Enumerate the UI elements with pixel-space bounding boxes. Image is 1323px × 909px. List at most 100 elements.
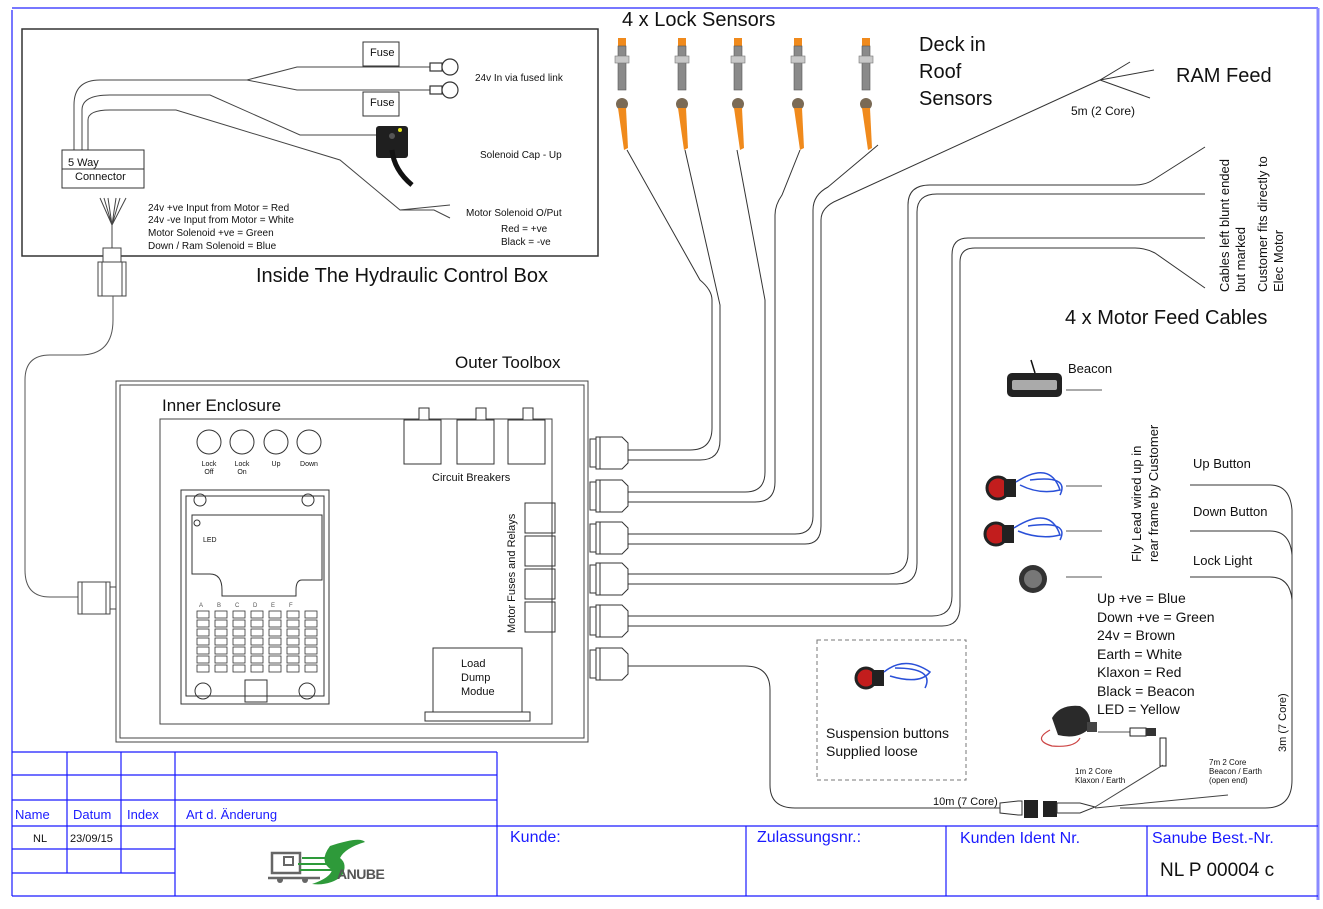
ring-terminal-icons bbox=[429, 58, 459, 99]
load-dump-label-line3: Modue bbox=[461, 686, 495, 698]
relay-slot bbox=[250, 637, 264, 646]
relay-slot bbox=[286, 646, 300, 655]
relay-slot bbox=[214, 619, 228, 628]
motor-fuse-icons bbox=[524, 502, 556, 633]
relay-slot bbox=[196, 655, 210, 664]
motor-feed-note-line4: Elec Motor bbox=[1271, 229, 1286, 292]
seven-pin-connector-icon bbox=[999, 764, 1229, 818]
cable-gland-side-icon bbox=[77, 581, 117, 615]
relay-slot bbox=[232, 646, 246, 655]
relay-slot bbox=[214, 664, 228, 673]
wire-legend-line: Motor Solenoid +ve = Green bbox=[148, 228, 274, 239]
ten-meter-cable-label: 10m (7 Core) bbox=[933, 796, 998, 808]
header-index: Index bbox=[127, 807, 159, 822]
relay-column-label: B bbox=[217, 603, 222, 609]
load-dump-label-line1: Load bbox=[461, 658, 486, 670]
logo-text: ANUBE bbox=[337, 866, 385, 882]
relay-slot bbox=[286, 628, 300, 637]
lock-sensor-icon bbox=[614, 38, 630, 150]
relay-column-label: C bbox=[235, 603, 240, 609]
header-art-aenderung: Art d. Änderung bbox=[186, 807, 278, 822]
klaxon-icon bbox=[1040, 705, 1167, 767]
color-legend-item: Black = Beacon bbox=[1097, 682, 1195, 699]
relay-slot bbox=[232, 628, 246, 637]
connector-label-line1: 5 Way bbox=[68, 157, 99, 169]
header-name: Name bbox=[15, 807, 50, 822]
toolbox-glands bbox=[589, 436, 629, 681]
relay-slot bbox=[232, 619, 246, 628]
relay-bank bbox=[196, 610, 318, 673]
button-label-down: Down bbox=[300, 461, 318, 468]
relay-slot bbox=[232, 664, 246, 673]
deck-sensors-title-line3: Sensors bbox=[919, 88, 993, 110]
relay-slot bbox=[214, 637, 228, 646]
connector-label-line2: Connector bbox=[75, 171, 126, 183]
relay-slot bbox=[286, 637, 300, 646]
relay-slot bbox=[196, 628, 210, 637]
relay-column-label: F bbox=[289, 603, 293, 609]
lock-sensor-icon bbox=[730, 38, 746, 150]
relay-slot bbox=[214, 628, 228, 637]
lock-sensors-title: 4 x Lock Sensors bbox=[622, 9, 776, 31]
title-block-grid bbox=[11, 740, 1318, 897]
cable-gland-icon bbox=[589, 604, 629, 638]
cable-gland-icon bbox=[589, 647, 629, 681]
kunden-ident-label: Kunden Ident Nr. bbox=[960, 830, 1081, 847]
relay-slot bbox=[286, 664, 300, 673]
suspension-buttons-box bbox=[816, 639, 967, 781]
relay-slot bbox=[268, 655, 282, 664]
wire-legend-line: 24v +ve Input from Motor = Red bbox=[148, 203, 290, 214]
color-legend: Up +ve = Blue Down +ve = Green 24v = Bro… bbox=[1097, 589, 1215, 719]
relay-column-label: E bbox=[271, 603, 276, 609]
sanube-best-nr-value: NL P 00004 c bbox=[1160, 860, 1275, 881]
supply-label: 24v In via fused link bbox=[475, 73, 563, 84]
lock-light-label: Lock Light bbox=[1193, 553, 1253, 568]
relay-slot bbox=[268, 619, 282, 628]
color-legend-item: 24v = Brown bbox=[1097, 627, 1176, 643]
cable-gland-icon bbox=[589, 479, 629, 513]
ram-feed-cable-label: 5m (2 Core) bbox=[1071, 104, 1136, 118]
relay-slot bbox=[286, 655, 300, 664]
relay-slot bbox=[304, 610, 318, 619]
relay-slot bbox=[214, 610, 228, 619]
cable-gland-top-icon bbox=[97, 247, 127, 297]
up-button-label: Up Button bbox=[1193, 456, 1251, 471]
color-legend-item: Klaxon = Red bbox=[1097, 664, 1182, 680]
relay-column-label: D bbox=[253, 603, 258, 609]
relay-slot bbox=[304, 637, 318, 646]
motor-solenoid-label: Motor Solenoid O/Put bbox=[466, 208, 562, 219]
fly-lead-note-line2: rear frame by Customer bbox=[1146, 424, 1161, 562]
relay-slot bbox=[214, 646, 228, 655]
load-dump-label-line2: Dump bbox=[461, 672, 491, 684]
relay-slot bbox=[250, 655, 264, 664]
revision-date: 23/09/15 bbox=[70, 833, 113, 845]
color-legend-item: Down +ve = Green bbox=[1097, 608, 1215, 625]
controller-module-icon bbox=[180, 489, 330, 705]
relay-slot bbox=[196, 619, 210, 628]
revision-name: NL bbox=[33, 833, 48, 845]
kunde-label: Kunde: bbox=[510, 829, 561, 846]
color-legend-item: LED = Yellow bbox=[1097, 701, 1180, 717]
relay-slot bbox=[304, 646, 318, 655]
fuse-bottom-label: Fuse bbox=[370, 97, 395, 109]
relay-slot bbox=[268, 646, 282, 655]
relay-slot bbox=[304, 628, 318, 637]
inner-enclosure-title: Inner Enclosure bbox=[162, 396, 282, 415]
down-button-icon bbox=[983, 517, 1102, 547]
deck-sensors-title-line1: Deck in bbox=[919, 34, 986, 56]
relay-slot bbox=[196, 646, 210, 655]
lock-light-icon bbox=[1019, 565, 1102, 593]
lock-sensors bbox=[614, 38, 874, 150]
lock-sensor-icon bbox=[790, 38, 806, 150]
outgoing-cables bbox=[626, 61, 1206, 809]
down-button-label: Down Button bbox=[1193, 504, 1268, 519]
beacon-icon bbox=[1007, 359, 1102, 397]
relay-slot bbox=[250, 646, 264, 655]
relay-slot bbox=[232, 610, 246, 619]
relay-slot bbox=[196, 664, 210, 673]
button-label-up: Up bbox=[271, 461, 281, 468]
color-legend-item: Earth = White bbox=[1097, 645, 1183, 662]
relay-slot bbox=[250, 610, 264, 619]
sanube-best-nr-label: Sanube Best.-Nr. bbox=[1152, 830, 1274, 847]
